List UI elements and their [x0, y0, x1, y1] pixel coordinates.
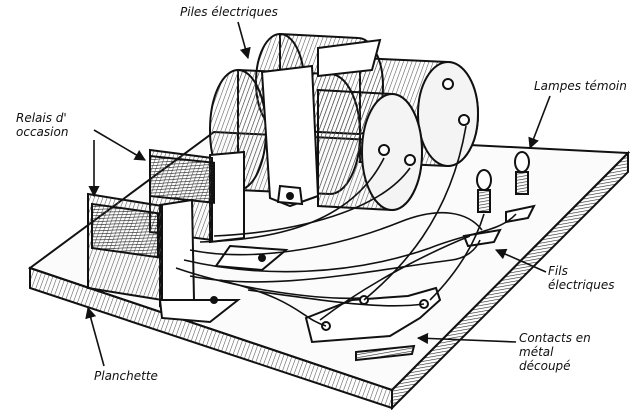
- arrow-piles: [237, 21, 251, 60]
- arrow-planchette: [85, 306, 105, 367]
- label-piles-electriques: Piles électriques: [180, 5, 278, 19]
- relays: [87, 148, 289, 324]
- wires: [175, 125, 517, 327]
- arrow-lampes: [528, 95, 551, 150]
- arrow-contacts: [416, 332, 517, 345]
- arrow-fils: [494, 248, 547, 273]
- leader-arrows: [85, 21, 551, 367]
- label-contacts-metal: Contacts en métal découpé: [519, 331, 591, 373]
- label-relais-occasion: Relais d' occasion: [16, 111, 69, 139]
- label-fils-electriques: Fils électriques: [548, 264, 615, 292]
- label-lampes-temoin: Lampes témoin: [534, 79, 627, 93]
- arrow-relais-back: [93, 129, 146, 161]
- label-planchette: Planchette: [94, 369, 158, 383]
